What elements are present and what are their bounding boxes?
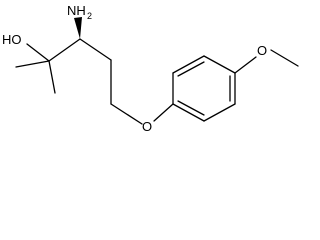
bond-c5-o: [110, 103, 143, 125]
bond-o-methyl: [270, 49, 299, 67]
bond-c2-c3: [48, 38, 81, 62]
structure-diagram: HO NH 2 O O: [2, 3, 299, 134]
bond-c2-oh: [26, 43, 50, 62]
bond-c2-methyl-down: [48, 60, 56, 94]
wedge-bond-c3-n: [74, 17, 82, 39]
hydroxyl-label: HO: [2, 32, 22, 47]
bond-c2-methyl-left: [15, 60, 50, 68]
amine-label: NH: [67, 3, 86, 18]
ring-bond-5: [203, 103, 236, 122]
ring-double-1: [177, 61, 205, 77]
bond-ring-o-methoxy: [234, 56, 257, 74]
ring-double-3: [177, 100, 205, 116]
ring-bond-6: [172, 103, 205, 122]
bond-c3-c4: [79, 38, 112, 61]
ether-oxygen-label: O: [142, 119, 152, 134]
ring-bond-3: [203, 55, 236, 74]
amine-subscript: 2: [87, 11, 92, 21]
bond-o-ring: [153, 103, 174, 122]
ring-bond-2: [172, 55, 205, 74]
bond-group: [15, 38, 299, 125]
methoxy-oxygen-label: O: [257, 43, 267, 58]
